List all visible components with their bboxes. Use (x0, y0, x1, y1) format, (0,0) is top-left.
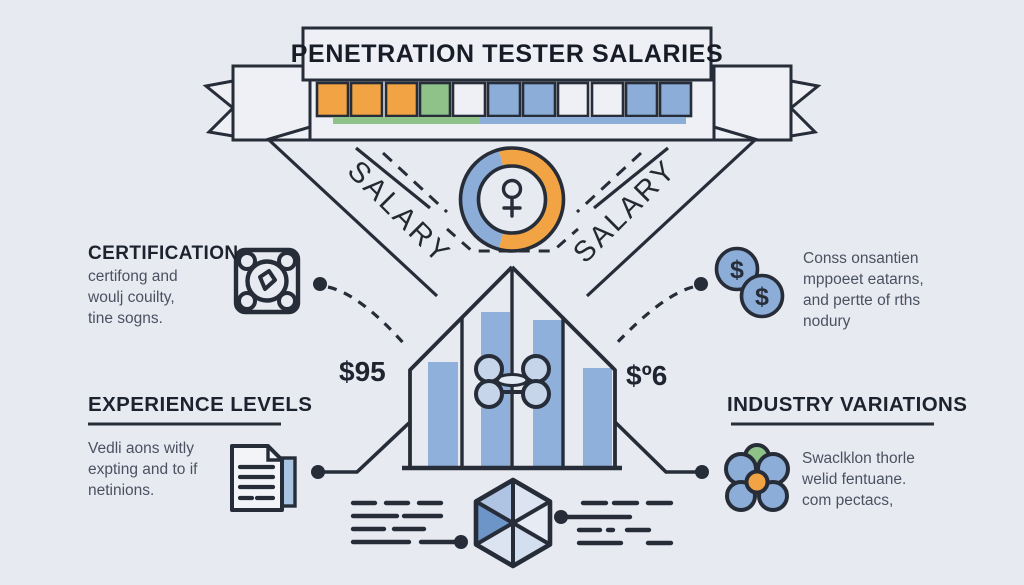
ribbon-banner (202, 26, 822, 142)
experience-line: Vedli aons witly (88, 440, 194, 457)
industry-line: com pectacs, (802, 492, 894, 509)
connector-dot-coins (694, 277, 708, 291)
experience-line: netinions. (88, 482, 155, 499)
industry-line: Swaclklon thorle (802, 450, 915, 467)
funnel-line-right-outer (585, 138, 757, 298)
salary-value-left: $95 (339, 356, 386, 387)
color-strip (315, 81, 693, 118)
consultant-line: Conss onsantien (803, 250, 919, 267)
strip-underline-green (333, 117, 480, 124)
strip-segment (418, 81, 452, 118)
donut-segment-orange (498, 148, 564, 251)
funnel-line-left-inner (354, 146, 432, 210)
salary-donut-chart (458, 146, 566, 253)
ribbon-tail-left (202, 79, 236, 138)
connector-dot-certification (313, 277, 327, 291)
donut-segment-blue (461, 150, 504, 249)
certification-line: certifong and (88, 268, 178, 285)
experience-line: expting and to if (88, 461, 198, 478)
strip-segment (590, 81, 625, 118)
strip-segment (658, 81, 693, 118)
strip-segment (451, 81, 487, 118)
title-box-frame (301, 26, 713, 82)
strip-segment (349, 81, 384, 118)
connector-line-experience (318, 421, 411, 474)
industry-line: welid fentuane. (802, 471, 907, 488)
salary-value-right: $º6 (626, 360, 668, 391)
industry-text: Swaclklon thorle welid fentuane. com pec… (802, 448, 915, 511)
consultant-line: and pertte of rths (803, 292, 921, 309)
certification-line: woulj couilty, (88, 289, 175, 306)
dash-dot-left (454, 535, 468, 549)
bar-4 (583, 368, 612, 468)
badge-icon (233, 247, 301, 315)
dollar-glyph: $ (755, 283, 769, 311)
ribbon-tail-right (788, 79, 822, 138)
flower-icon (724, 443, 790, 512)
connector-dashed-coins (611, 285, 694, 349)
experience-text: Vedli aons witly expting and to if netin… (88, 438, 197, 501)
dollar-glyph: $ (730, 256, 744, 284)
strip-segment (384, 81, 419, 118)
ribbon-fold-under-left (265, 124, 312, 142)
consultant-line: mppoeet eatarns, (803, 271, 924, 288)
funnel-line-left-outer (267, 138, 439, 298)
page-title: PENETRATION TESTER SALARIES (290, 39, 724, 68)
connector-dashed-certification (327, 285, 408, 348)
dash-lines-left (350, 500, 468, 549)
dash-dot-right (554, 510, 568, 524)
funnel-line-right-inner (592, 146, 670, 210)
industry-heading: INDUSTRY VARIATIONS (727, 393, 968, 416)
consultant-line: nodury (803, 313, 851, 330)
funnel-dashed-left (381, 151, 449, 214)
strip-underline-blue (480, 117, 686, 124)
funnel-dashed-right (575, 151, 643, 214)
bar-1 (428, 362, 458, 468)
document-icon (230, 444, 297, 512)
bar-chart-pyramid (402, 265, 622, 471)
experience-heading: EXPERIENCE LEVELS (88, 393, 313, 416)
ribbon-fold-under-right (712, 124, 759, 142)
strip-segment (556, 81, 590, 118)
female-icon (501, 178, 523, 218)
bone-icon (474, 354, 551, 409)
cube-hexagon-icon (473, 477, 553, 569)
coins-icon: $ $ (714, 246, 785, 319)
connector-line-industry (613, 420, 702, 474)
connectors (311, 277, 709, 479)
strip-segment (521, 81, 557, 118)
donut-dashed-chevron (446, 227, 579, 253)
donut-outer-ring (458, 146, 566, 253)
consultant-text: Conss onsantien mppoeet eatarns, and per… (803, 248, 924, 332)
strip-segment (486, 81, 522, 118)
strip-segment (624, 81, 659, 118)
certification-text: certifong and woulj couilty, tine sogns. (88, 266, 178, 329)
strip-segment (315, 81, 350, 118)
pyramid-outline (402, 265, 622, 471)
dash-lines-right (554, 500, 674, 546)
certification-line: tine sogns. (88, 310, 163, 327)
certification-heading: CERTIFICATION (88, 243, 239, 264)
funnel-lines (267, 138, 757, 298)
